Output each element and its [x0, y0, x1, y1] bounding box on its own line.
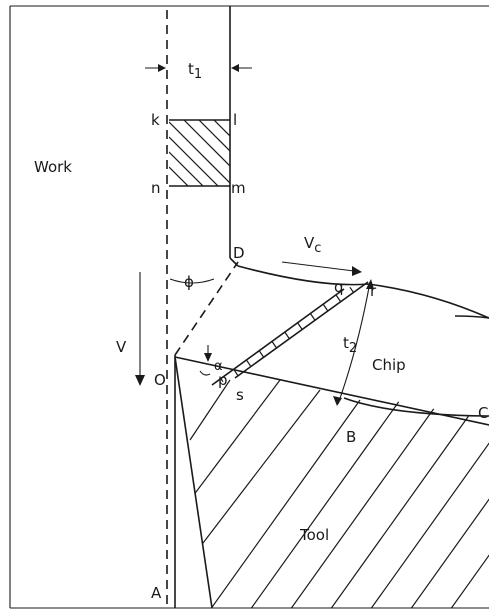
point-p-label: p	[218, 371, 228, 389]
point-l-label: l	[233, 111, 237, 129]
phi-label: ϕ	[184, 273, 194, 291]
chip-upper-edge	[454, 315, 489, 319]
chip-corner	[229, 257, 239, 267]
alpha-arrowhead	[204, 353, 212, 362]
edge-qr	[234, 281, 369, 379]
tool-hatch	[189, 379, 489, 608]
t2-label: t2	[343, 334, 357, 356]
vc-arrowhead	[352, 266, 362, 276]
work-label: Work	[34, 158, 72, 176]
point-O-label: O	[154, 371, 166, 389]
vc-arrow-line	[281, 261, 355, 272]
point-s-label: s	[236, 386, 244, 404]
point-r-label: r	[370, 282, 377, 300]
tool-label: Tool	[299, 526, 329, 544]
klmn-hatch	[169, 120, 230, 186]
alpha-arc	[199, 370, 211, 376]
point-n-label: n	[151, 179, 161, 197]
edge-ps	[211, 288, 345, 386]
chip-label: Chip	[372, 356, 406, 374]
vc-label: Vc	[304, 234, 321, 256]
t1-arrowhead-left	[158, 64, 166, 72]
t2-arrowhead-bottom	[333, 396, 342, 406]
point-C-label: C	[478, 404, 488, 422]
tool-clearance-line	[174, 356, 213, 609]
chip-upper-surface	[237, 265, 489, 319]
t1-arrowhead-right	[231, 64, 239, 72]
phi-arc	[169, 278, 215, 284]
t2-arrowhead-top	[366, 279, 374, 289]
v-label: V	[116, 338, 127, 356]
point-B-label: B	[346, 428, 356, 446]
v-arrowhead	[135, 375, 145, 386]
tool-rake-face	[174, 356, 489, 426]
point-q-label: q	[334, 278, 344, 296]
point-D-label: D	[233, 244, 245, 262]
point-k-label: k	[151, 111, 160, 129]
chip-lower-surface	[343, 397, 489, 417]
point-m-label: m	[231, 179, 246, 197]
pqrs-hatch	[214, 282, 363, 385]
point-A-label: A	[151, 584, 162, 602]
t1-label: t1	[188, 60, 202, 82]
alpha-label: α	[214, 359, 223, 374]
t2-dimension-arc	[337, 281, 371, 405]
shear-plane-dashed-line	[174, 261, 239, 356]
